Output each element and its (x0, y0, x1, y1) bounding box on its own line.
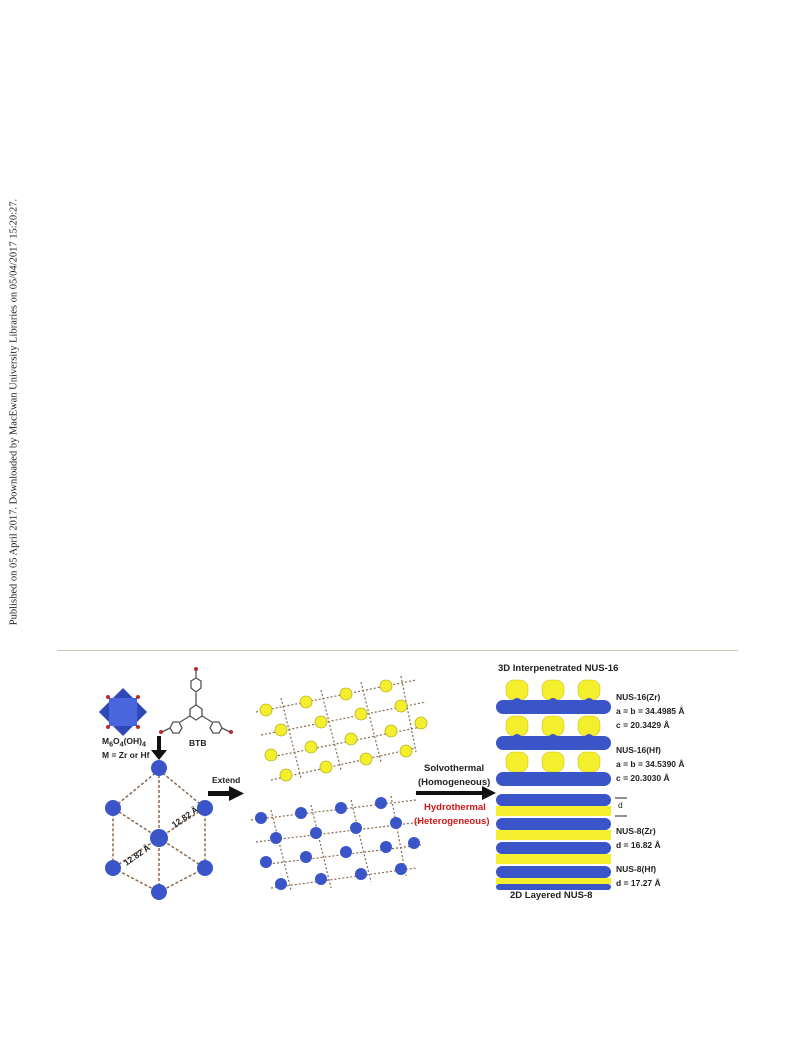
nus16-title: 3D Interpenetrated NUS-16 (498, 663, 619, 674)
cluster-formula: M6O4(OH)4 (102, 736, 146, 749)
linker-name: BTB (189, 738, 207, 748)
nus16-zr-ab: a = b = 34.4985 Å (616, 706, 685, 716)
nus16-zr-name: NUS-16(Zr) (616, 692, 661, 702)
nus8-structure-icon (496, 792, 627, 890)
figure-graphics (98, 667, 627, 900)
nus8-hf-d: d = 17.27 Å (616, 878, 661, 888)
formula-m: M (102, 736, 110, 746)
nus16-zr-c: c = 20.3429 Å (616, 720, 670, 730)
blue-network-icon (250, 795, 422, 891)
nus8-hf-name: NUS-8(Hf) (616, 864, 657, 874)
nus16-hf-ab: a = b = 34.5390 Å (616, 759, 685, 769)
nus8-title: 2D Layered NUS-8 (510, 890, 593, 901)
nus8-zr-name: NUS-8(Zr) (616, 826, 656, 836)
down-arrow-icon (151, 736, 167, 760)
extend-label: Extend (212, 775, 241, 785)
separator-line (57, 650, 738, 651)
formula-sub-6: 6 (109, 740, 114, 749)
yellow-network-icon (255, 675, 428, 782)
hexagonal-net-icon (105, 760, 213, 900)
nus8-zr-d: d = 16.82 Å (616, 840, 661, 850)
formula-sub-4a: 4 (119, 740, 124, 749)
nus16-structure-icon (496, 679, 611, 792)
formula-o: O (113, 736, 120, 746)
hydrothermal-label: Hydrothermal (424, 802, 486, 813)
zr-cluster-icon (98, 687, 148, 737)
homogeneous-label: (Homogeneous) (418, 777, 491, 788)
nus16-hf-c: c = 20.3030 Å (616, 773, 670, 783)
formula-oh: (OH) (123, 736, 143, 746)
reaction-arrow-icon (416, 786, 496, 800)
btb-linker-icon (159, 667, 233, 734)
d-marker: d (618, 800, 623, 810)
scheme-figure: M6O4(OH)4 M = Zr or Hf BTB 12.82 Å 12.82… (96, 660, 736, 901)
solvothermal-label: Solvothermal (424, 763, 485, 774)
download-notice: Published on 05 April 2017. Downloaded b… (8, 198, 20, 626)
nus16-hf-name: NUS-16(Hf) (616, 745, 661, 755)
formula-sub-4b: 4 (142, 740, 146, 749)
heterogeneous-label: (Heterogeneous) (414, 816, 490, 827)
metal-note: M = Zr or Hf (102, 750, 150, 760)
extend-arrow-icon (208, 786, 244, 801)
